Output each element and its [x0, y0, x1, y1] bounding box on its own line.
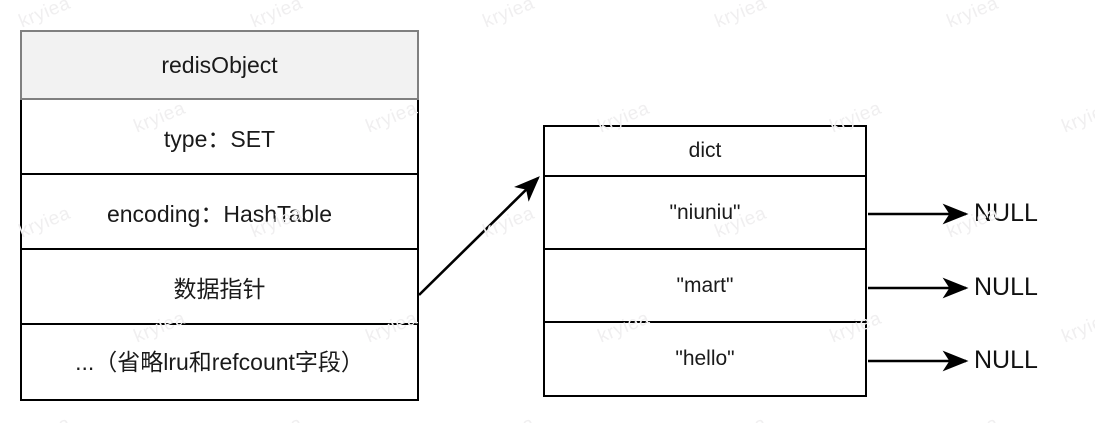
redis-object-row-type: type：SET: [22, 100, 417, 175]
redis-object-row-encoding: encoding：HashTable: [22, 175, 417, 250]
watermark-text: kryiea: [943, 0, 1002, 33]
dict-entry-niuniu: "niuniu": [545, 177, 865, 250]
null-label-hello: NULL: [974, 346, 1038, 374]
watermark-text: kryiea: [1058, 307, 1095, 348]
watermark-text: kryiea: [1058, 97, 1095, 138]
redis-object-header: redisObject: [20, 30, 419, 100]
data-pointer-arrow: [418, 176, 540, 296]
null-label-mart: NULL: [974, 273, 1038, 301]
watermark-text: kryiea: [480, 413, 538, 423]
watermark-text: kryiea: [944, 413, 1002, 423]
dict-table: dict "niuniu" "mart" "hello": [543, 125, 867, 397]
watermark-text: kryiea: [15, 0, 74, 33]
watermark-text: kryiea: [479, 0, 538, 33]
redis-object-row-omitted-fields: ...（省略lru和refcount字段）: [22, 325, 417, 395]
watermark-text: kryiea: [712, 413, 770, 423]
watermark-text: kryiea: [16, 413, 74, 423]
watermark-text: kryiea: [711, 0, 770, 33]
dict-header: dict: [545, 127, 865, 177]
redis-object-body: type：SET encoding：HashTable 数据指针 ...（省略l…: [20, 100, 419, 401]
redis-object-row-data-pointer: 数据指针: [22, 250, 417, 325]
dict-entry-mart: "mart": [545, 250, 865, 323]
watermark-text: kryiea: [248, 413, 306, 423]
redis-object-table: redisObject type：SET encoding：HashTable …: [20, 30, 419, 401]
watermark-text: kryiea: [479, 202, 538, 243]
dict-entry-hello: "hello": [545, 323, 865, 395]
null-label-niuniu: NULL: [974, 199, 1038, 227]
watermark-text: kryiea: [247, 0, 306, 33]
